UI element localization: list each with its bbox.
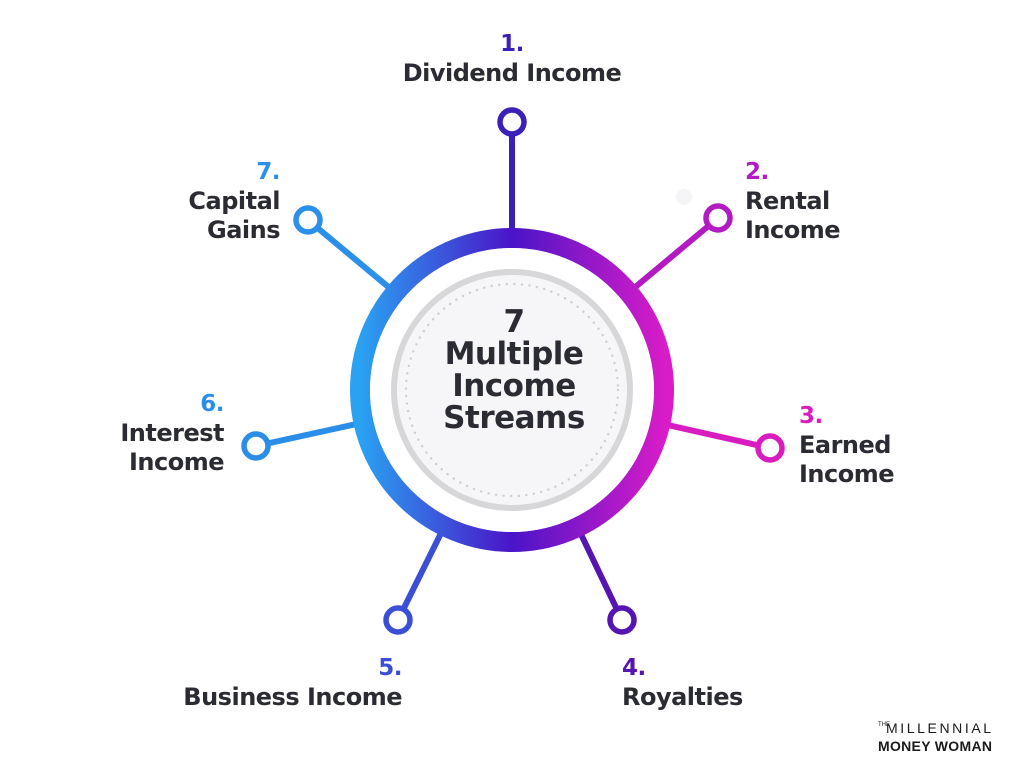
stream-number: 7.	[256, 159, 280, 185]
spoke-end-node	[293, 205, 323, 235]
center-title-line: Streams	[443, 400, 585, 436]
stream-name: Income	[799, 460, 895, 488]
spoke-end-node	[497, 107, 527, 137]
brand-bottom: MONEY WOMAN	[878, 738, 993, 754]
stream-label-capital-gains: 7. Capital Gains	[100, 158, 280, 245]
center-title-line: Multiple	[444, 336, 584, 372]
stream-name: Interest	[120, 419, 224, 447]
stream-name: Income	[745, 216, 841, 244]
decorative-dot	[676, 189, 692, 205]
stream-number: 1.	[500, 31, 524, 57]
stream-number: 3.	[799, 403, 823, 429]
spoke-end-node	[241, 431, 271, 461]
stream-label-earned-income: 3. Earned Income	[799, 402, 979, 489]
center-title-line: Income	[452, 368, 576, 404]
stream-number: 5.	[378, 655, 402, 681]
dotted-ring	[404, 282, 620, 498]
stream-label-business-income: 5. Business Income	[166, 654, 402, 712]
nodes	[241, 107, 785, 635]
brand-top: MILLENNIAL	[886, 720, 994, 736]
stream-name: Income	[128, 448, 225, 476]
spoke-end-node	[755, 433, 785, 463]
stream-label-rental-income: 2. Rental Income	[745, 158, 925, 245]
stream-name: Business Income	[183, 683, 402, 711]
brand-the: THE	[878, 722, 890, 728]
stream-label-royalties: 4. Royalties	[622, 654, 802, 712]
stream-name: Capital	[188, 187, 280, 215]
spoke-end-node	[383, 605, 413, 635]
stream-label-interest-income: 6. Interest Income	[60, 390, 224, 477]
stream-name: Earned	[799, 431, 891, 459]
stream-number: 2.	[745, 159, 769, 185]
stream-number: 4.	[622, 655, 646, 681]
stream-name: Rental	[745, 187, 830, 215]
center-title: 7 Multiple Income Streams	[412, 306, 616, 434]
center-title-line: 7	[503, 304, 525, 340]
stream-name: Dividend Income	[402, 59, 622, 87]
inner-grey-ring	[391, 269, 633, 511]
stream-name: Gains	[207, 216, 281, 244]
stream-name: Royalties	[622, 683, 743, 711]
spoke-end-node	[703, 203, 733, 233]
stream-label-dividend-income: 1. Dividend Income	[392, 30, 632, 88]
stream-number: 6.	[200, 391, 224, 417]
spoke-end-node	[607, 605, 637, 635]
